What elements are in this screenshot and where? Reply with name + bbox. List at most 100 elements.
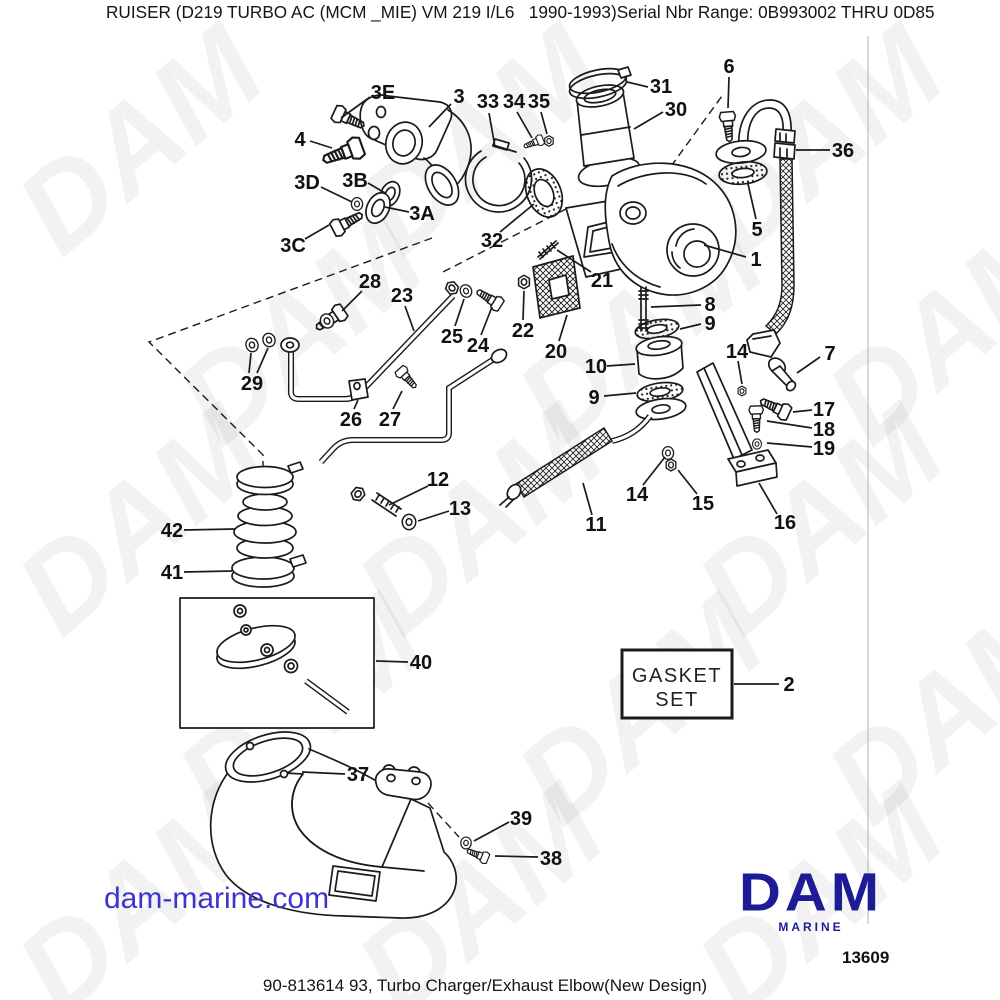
callout-40: 40 — [410, 652, 432, 674]
callout-3C: 3C — [280, 235, 306, 257]
alignment-dashed-lines — [147, 95, 723, 838]
leader-line-41 — [183, 570, 233, 573]
leader-line-9b — [603, 392, 637, 397]
part-stud-21 — [537, 240, 559, 260]
callout-31: 31 — [650, 76, 672, 98]
leader-line-3 — [428, 103, 452, 128]
part-fitting-7 — [767, 357, 797, 392]
leader-line-31 — [626, 81, 649, 88]
leader-line-21 — [556, 249, 592, 273]
part-flange-gasket-5 — [715, 139, 768, 186]
callout-28: 28 — [359, 271, 381, 293]
part-nut-14a — [737, 385, 747, 397]
part-washer-25 — [457, 282, 475, 300]
callout-9a: 9 — [704, 313, 715, 335]
leader-line-3E — [340, 96, 371, 119]
gasket-set-line1: GASKET — [632, 665, 722, 687]
callout-26: 26 — [340, 409, 362, 431]
callout-17: 17 — [813, 399, 835, 421]
part-nut-15 — [665, 458, 677, 472]
figure-caption: 90-813614 93, Turbo Charger/Exhaust Elbo… — [262, 976, 708, 995]
leader-line-25 — [454, 298, 465, 327]
part-return-tube — [318, 348, 508, 504]
leader-line-3B — [367, 182, 386, 194]
callout-41: 41 — [161, 562, 183, 584]
leader-line-14a — [737, 360, 743, 385]
leader-line-3A — [384, 206, 410, 213]
callout-30: 30 — [665, 99, 687, 121]
part-bolt-3c — [327, 205, 368, 239]
leader-line-11 — [582, 482, 593, 516]
leader-line-3D — [320, 186, 353, 203]
callout-16: 16 — [774, 512, 796, 534]
callout-12: 12 — [427, 469, 449, 491]
brand-tagline: MARINE — [778, 920, 844, 934]
leader-line-37 — [301, 771, 346, 775]
callout-25: 25 — [441, 326, 463, 348]
leader-line-23 — [404, 305, 415, 332]
callout-15: 15 — [692, 493, 714, 515]
brand-logo: DAM MARINE — [716, 866, 906, 934]
callout-1: 1 — [750, 249, 761, 271]
leader-line-3C — [304, 224, 330, 240]
website-link[interactable]: dam-marine.com — [104, 882, 330, 915]
leader-line-10 — [606, 363, 636, 367]
leader-line-6 — [727, 76, 730, 109]
callout-8: 8 — [704, 294, 715, 316]
part-washer-3d — [350, 196, 364, 212]
callout-3E: 3E — [371, 82, 395, 104]
leader-line-14b — [642, 456, 666, 486]
leader-line-29 — [248, 352, 252, 374]
part-washer-19 — [751, 438, 763, 450]
part-ring-gasket-32 — [524, 168, 564, 218]
leader-line-26 — [353, 399, 359, 410]
part-hose-clamp-31 — [568, 66, 632, 100]
leader-line-22 — [522, 290, 525, 321]
leader-line-1 — [703, 244, 747, 258]
part-turbocharger — [565, 162, 737, 296]
leader-line-16 — [758, 482, 778, 515]
leader-line-33 — [488, 112, 496, 148]
leader-line-15 — [677, 469, 698, 495]
part-bolt-24 — [472, 283, 506, 314]
callout-33: 33 — [477, 91, 499, 113]
part-clamps-bellows — [231, 461, 307, 588]
part-clamp-bolt-34 — [521, 133, 546, 153]
leader-line-13 — [417, 510, 450, 522]
callout-37: 37 — [347, 764, 369, 786]
leader-line-32 — [499, 203, 535, 233]
part-washer-39 — [460, 836, 472, 850]
callout-42: 42 — [161, 520, 183, 542]
gasket-set-line2: SET — [655, 689, 698, 711]
leader-line-27 — [392, 390, 403, 410]
callout-23: 23 — [391, 285, 413, 307]
page-title: RUISER (D219 TURBO AC (MCM _MIE) VM 219 … — [106, 2, 935, 22]
leader-line-20 — [558, 314, 568, 342]
part-metal-gasket-20 — [532, 254, 581, 320]
callout-27: 27 — [379, 409, 401, 431]
leader-line-39 — [473, 821, 510, 842]
part-gasket-9-lower — [636, 381, 684, 403]
leader-line-35 — [540, 111, 548, 135]
callout-5: 5 — [751, 219, 762, 241]
part-spacer-10 — [635, 335, 684, 380]
callout-29: 29 — [241, 373, 263, 395]
leader-line-34 — [516, 111, 533, 139]
leader-lines — [183, 76, 830, 858]
leader-line-12 — [388, 485, 429, 506]
leader-line-17 — [792, 409, 813, 413]
callout-20: 20 — [545, 341, 567, 363]
callout-32: 32 — [481, 230, 503, 252]
callout-3A: 3A — [409, 203, 435, 225]
part-line-clamp-26 — [348, 378, 369, 401]
part-oil-hose-36 — [746, 158, 795, 358]
callout-36: 36 — [832, 140, 854, 162]
callout-18: 18 — [813, 419, 835, 441]
callout-24: 24 — [467, 335, 490, 357]
part-exhaust-elbow-37 — [209, 731, 458, 919]
callout-10: 10 — [585, 356, 607, 378]
leader-line-30 — [633, 111, 664, 130]
leader-line-38 — [494, 855, 539, 858]
leader-line-29 — [256, 347, 269, 374]
leader-line-28 — [341, 290, 363, 312]
